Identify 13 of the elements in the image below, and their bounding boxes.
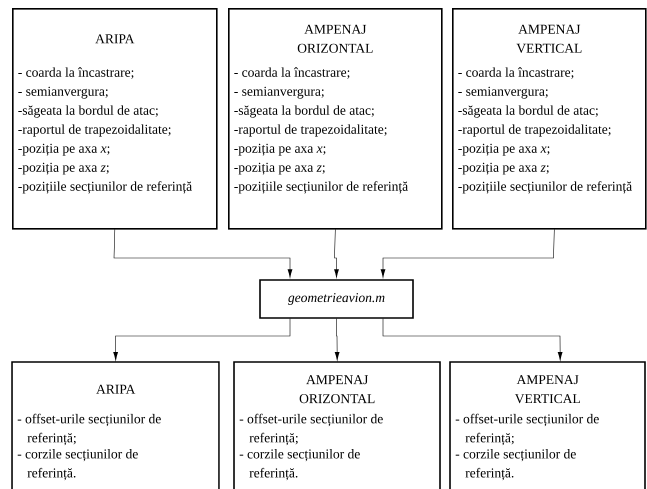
- file-box: geometrieavion.m: [259, 279, 414, 319]
- arrow: [380, 229, 555, 278]
- output-box: AMPENAJ VERTICAL - offset-urile secțiunilor de referință; - corzile secțiunilor de referință.: [449, 361, 646, 489]
- arrow: [334, 318, 340, 360]
- output-box: AMPENAJ ORIZONTAL - offset-urile secțiunilor de referință; - corzile secțiunilor de referință.: [233, 361, 441, 489]
- arrow: [114, 229, 292, 278]
- arrow: [334, 229, 339, 278]
- arrow: [382, 318, 562, 360]
- input-box: ARIPA - coarda la încastrare; - semianvergura; -săgeata la bordul de atac; -raportul de trapezoidalitate; -poziția pe axa x; -poziția pe axa z; -pozițiile secțiunilor de referință: [12, 8, 218, 230]
- arrow: [113, 318, 290, 360]
- input-box: AMPENAJ ORIZONTAL - coarda la încastrare; - semianvergura; -săgeata la bordul de atac; -raportul de trapezoidalitate; -poziția pe axa x; -poziția pe axa z; -pozițiile secțiunilor de referință: [228, 8, 443, 230]
- input-box: AMPENAJ VERTICAL - coarda la încastrare; - semianvergura; -săgeata la bordul de atac; -raportul de trapezoidalitate; -poziția pe axa x; -poziția pe axa z; -pozițiile secțiunilor de referință: [452, 8, 647, 230]
- output-box: ARIPA - offset-urile secțiunilor de referință; - corzile secțiunilor de referință.: [11, 361, 220, 489]
